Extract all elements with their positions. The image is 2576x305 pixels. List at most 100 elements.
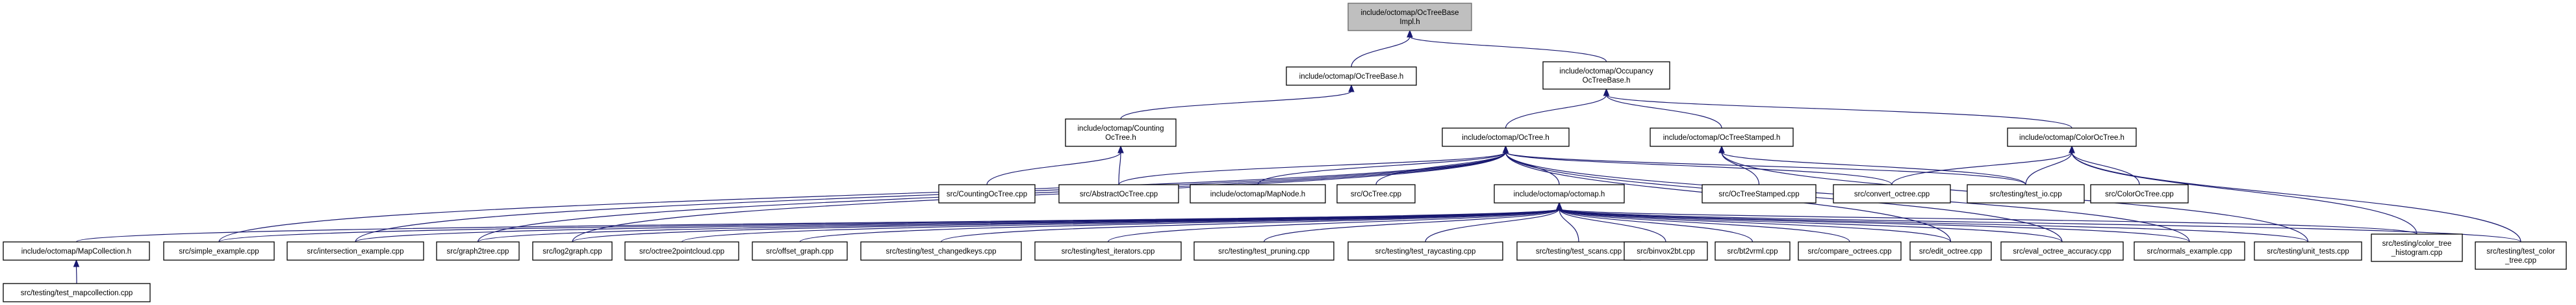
node-box bbox=[1542, 61, 1670, 90]
edge-line bbox=[1721, 152, 2026, 185]
node-offset[interactable]: src/offset_graph.cpp bbox=[752, 241, 848, 261]
node-box bbox=[1347, 241, 1503, 261]
edge-line bbox=[1559, 208, 1850, 243]
node-mapcollcpp[interactable]: src/testing/test_mapcollection.cpp bbox=[3, 283, 151, 302]
node-mapnode[interactable]: include/octomap/MapNode.h bbox=[1190, 184, 1326, 204]
node-label: src/convert_octree.cpp bbox=[1854, 191, 1930, 198]
node-scans[interactable]: src/testing/test_scans.cpp bbox=[1516, 241, 1641, 261]
node-stampedcpp[interactable]: src/OcTreeStamped.cpp bbox=[1702, 184, 1817, 204]
node-label: src/testing/test_changedkeys.cpp bbox=[886, 248, 996, 256]
node-octreecpp[interactable]: src/OcTree.cpp bbox=[1336, 184, 1416, 204]
node-label: src/OcTree.cpp bbox=[1351, 191, 1401, 198]
edge-color_h-to-convert bbox=[1891, 145, 2075, 185]
node-label: src/eval_octree_accuracy.cpp bbox=[2013, 248, 2111, 256]
node-box bbox=[2475, 241, 2567, 270]
node-label: src/OcTreeStamped.cpp bbox=[1718, 191, 1799, 198]
edge-color_h-to-testcolortree bbox=[2069, 145, 2521, 243]
node-box bbox=[2000, 241, 2124, 261]
edge-line bbox=[572, 152, 1507, 243]
edge-line bbox=[1559, 208, 1579, 243]
node-label: include/octomap/ColorOcTree.h bbox=[2019, 134, 2124, 142]
node-box bbox=[1494, 184, 1625, 204]
edge-octomap_h-to-bt2vrml bbox=[1556, 202, 1753, 243]
node-countingcpp[interactable]: src/CountingOcTree.cpp bbox=[938, 184, 1036, 204]
node-simple[interactable]: src/simple_example.cpp bbox=[163, 241, 275, 261]
node-bt2vrml[interactable]: src/bt2vrml.cpp bbox=[1715, 241, 1791, 261]
node-changedkeys[interactable]: src/testing/test_changedkeys.cpp bbox=[860, 241, 1022, 261]
node-convert[interactable]: src/convert_octree.cpp bbox=[1833, 184, 1951, 204]
edge-line bbox=[1605, 94, 2072, 129]
node-pruning[interactable]: src/testing/test_pruning.cpp bbox=[1193, 241, 1334, 261]
edge-line bbox=[2071, 152, 2521, 243]
node-iterators[interactable]: src/testing/test_iterators.cpp bbox=[1034, 241, 1182, 261]
node-binvox[interactable]: src/binvox2bt.cpp bbox=[1624, 241, 1708, 261]
node-label: src/compare_octrees.cpp bbox=[1807, 248, 1891, 256]
edge-line bbox=[1559, 208, 1753, 243]
node-pointcloud[interactable]: src/octree2pointcloud.cpp bbox=[624, 241, 739, 261]
edge-line bbox=[940, 208, 1560, 243]
node-graph2tree[interactable]: src/graph2tree.cpp bbox=[436, 241, 520, 261]
node-histogram[interactable]: src/testing/color_tree_histogram.cpp bbox=[2371, 233, 2463, 262]
edge-arrowhead bbox=[1718, 145, 1725, 153]
node-label: include/octomap/OcTree.h bbox=[1462, 134, 1549, 142]
node-label: _tree.cpp bbox=[2505, 257, 2536, 265]
node-mapcollection[interactable]: include/octomap/MapCollection.h bbox=[3, 241, 150, 261]
edge-line bbox=[799, 208, 1560, 243]
node-box bbox=[1190, 184, 1326, 204]
edge-octomap_h-to-unittests bbox=[1556, 202, 2309, 243]
edge-line bbox=[1505, 152, 1893, 185]
node-colorcpp[interactable]: src/ColorOcTree.cpp bbox=[2090, 184, 2189, 204]
node-octreebase[interactable]: include/octomap/OcTreeBase.h bbox=[1286, 66, 1417, 86]
node-box bbox=[1442, 127, 1570, 147]
node-box bbox=[752, 241, 848, 261]
node-box bbox=[1034, 241, 1182, 261]
edge-line bbox=[1721, 152, 1760, 185]
node-log2graph[interactable]: src/log2graph.cpp bbox=[532, 241, 613, 261]
node-counting[interactable]: include/octomap/CountingOcTree.h bbox=[1065, 118, 1177, 147]
node-unittests[interactable]: src/testing/unit_tests.cpp bbox=[2254, 241, 2362, 261]
node-label: src/testing/test_color bbox=[2486, 248, 2555, 256]
node-stamped_h[interactable]: include/octomap/OcTreeStamped.h bbox=[1650, 127, 1794, 147]
node-normals[interactable]: src/normals_example.cpp bbox=[2134, 241, 2245, 261]
node-raycasting[interactable]: src/testing/test_raycasting.cpp bbox=[1347, 241, 1503, 261]
node-label: include/octomap/Counting bbox=[1078, 125, 1164, 133]
node-label: src/testing/unit_tests.cpp bbox=[2267, 248, 2349, 256]
node-octree_h[interactable]: include/octomap/OcTree.h bbox=[1442, 127, 1570, 147]
node-box bbox=[860, 241, 1022, 261]
node-evalacc[interactable]: src/eval_octree_accuracy.cpp bbox=[2000, 241, 2124, 261]
node-compare[interactable]: src/compare_octrees.cpp bbox=[1798, 241, 1902, 261]
node-box bbox=[532, 241, 613, 261]
node-label: include/octomap/octomap.h bbox=[1514, 191, 1605, 198]
node-label: src/graph2tree.cpp bbox=[447, 248, 509, 256]
node-box bbox=[1624, 241, 1708, 261]
edge-counting-to-countingcpp bbox=[986, 145, 1124, 185]
node-label: include/octomap/Occupancy bbox=[1559, 68, 1653, 75]
node-label: include/octomap/MapNode.h bbox=[1210, 191, 1305, 198]
edge-octree_h-to-convert bbox=[1502, 145, 1893, 185]
node-color_h[interactable]: include/octomap/ColorOcTree.h bbox=[2007, 127, 2137, 147]
node-testcolortree[interactable]: src/testing/test_color_tree.cpp bbox=[2475, 241, 2567, 270]
node-label: include/octomap/OcTreeStamped.h bbox=[1663, 134, 1780, 142]
node-label: OcTreeBase.h bbox=[1583, 77, 1631, 85]
node-testio[interactable]: src/testing/test_io.cpp bbox=[1967, 184, 2085, 204]
node-intersection[interactable]: src/intersection_example.cpp bbox=[287, 241, 424, 261]
edge-arrowhead bbox=[1603, 88, 1610, 96]
node-box bbox=[1833, 184, 1951, 204]
node-edit[interactable]: src/edit_octree.cpp bbox=[1909, 241, 1992, 261]
edge-line bbox=[1120, 90, 1352, 120]
node-octomap_h[interactable]: include/octomap/octomap.h bbox=[1494, 184, 1625, 204]
node-label: src/testing/test_mapcollection.cpp bbox=[21, 289, 133, 297]
edge-arrowhead bbox=[1407, 29, 1413, 38]
edge-mapcollection-to-mapcollcpp bbox=[73, 259, 80, 284]
node-abstractcpp[interactable]: src/AbstractOcTree.cpp bbox=[1058, 184, 1179, 204]
node-box bbox=[1909, 241, 1992, 261]
edge-counting-to-abstractcpp bbox=[1117, 145, 1124, 185]
node-label: src/AbstractOcTree.cpp bbox=[1080, 191, 1158, 198]
node-label: src/testing/test_io.cpp bbox=[1989, 191, 2061, 198]
node-box bbox=[3, 241, 150, 261]
edge-line bbox=[1559, 208, 2190, 243]
node-box bbox=[1336, 184, 1416, 204]
edge-octreebase-to-counting bbox=[1120, 84, 1355, 120]
node-box bbox=[1516, 241, 1641, 261]
